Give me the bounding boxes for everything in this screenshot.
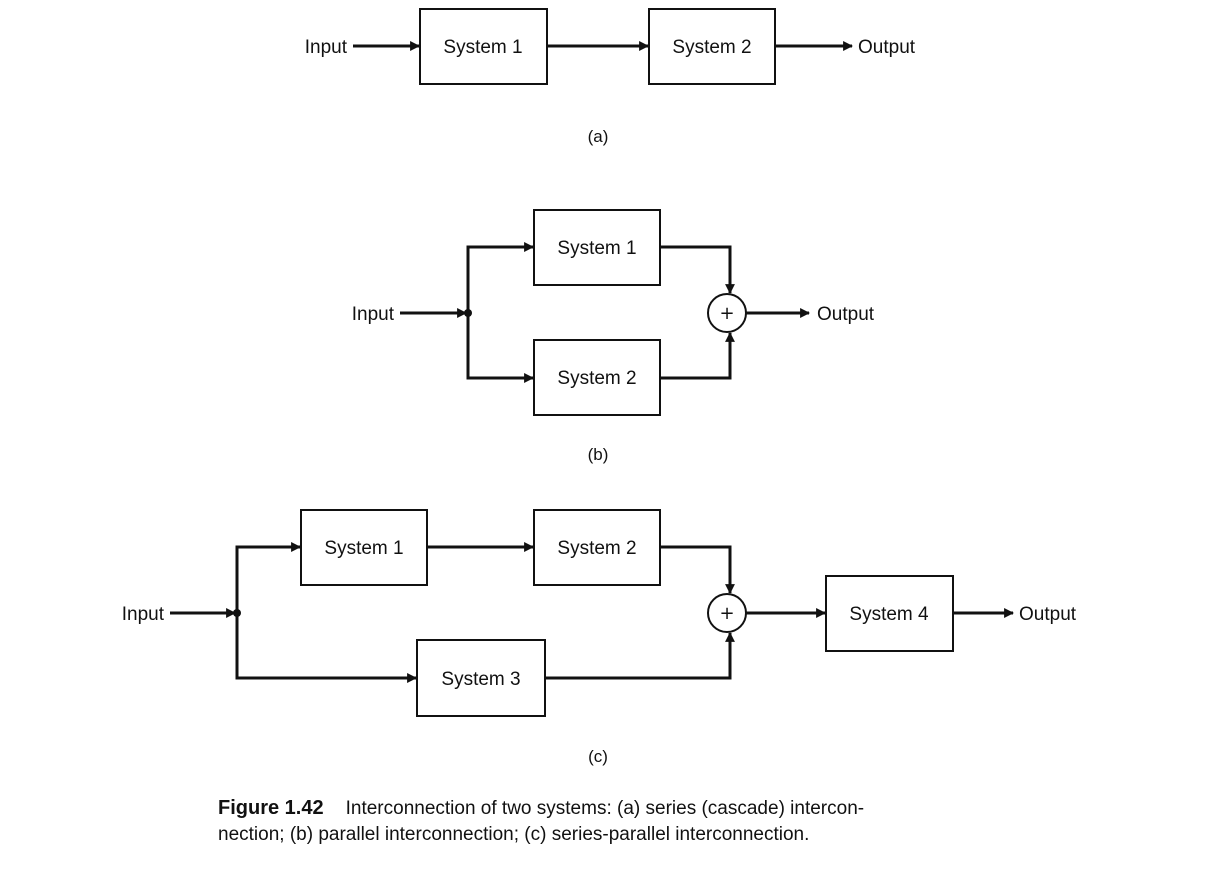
caption-text-line-1: Interconnection of two systems: (a) seri… xyxy=(345,798,865,819)
panel-b-system2-block xyxy=(533,339,661,416)
panel-a-input-label: Input xyxy=(305,37,348,58)
panel-c-system2-block xyxy=(533,509,661,586)
panel-b-output-label: Output xyxy=(817,304,875,325)
panel-c-system2-label: System 2 xyxy=(557,538,636,559)
panel-c-lower-branch-arrow xyxy=(235,613,417,683)
panel-b-lower-to-sum-arrow xyxy=(660,332,735,380)
panel-c-system3-label: System 3 xyxy=(441,669,520,690)
panel-c-upper-to-sum-arrow xyxy=(660,545,735,594)
panel-b-plus-symbol: + xyxy=(719,303,734,324)
panel-c-lower-to-sum-arrow xyxy=(545,632,735,680)
panel-c-system4-block xyxy=(825,575,954,652)
panel-b-input-label: Input xyxy=(352,304,395,325)
panel-b-upper-branch-arrow xyxy=(466,242,534,313)
panel-c-system4-label: System 4 xyxy=(849,604,929,625)
panel-c-sublabel: (c) xyxy=(588,747,608,766)
panel-c-system3-block xyxy=(416,639,546,717)
panel-a-system2-block xyxy=(648,8,776,85)
panel-c-series-parallel: Input System 1 System 2 System 3 + Syste… xyxy=(122,509,1077,766)
panel-b-system2-label: System 2 xyxy=(557,368,636,389)
panel-b-sublabel: (b) xyxy=(588,445,609,464)
panel-a-series: Input System 1 System 2 Output (a) xyxy=(305,8,916,146)
panel-a-system1-label: System 1 xyxy=(443,37,522,58)
caption-line-1: Figure 1.42 Interconnection of two system… xyxy=(218,795,1008,822)
panel-c-output-label: Output xyxy=(1019,604,1077,625)
panel-c-system1-block xyxy=(300,509,428,586)
panel-c-input-label: Input xyxy=(122,604,165,625)
panel-c-plus-symbol: + xyxy=(719,603,734,624)
panel-c-system1-label: System 1 xyxy=(324,538,403,559)
caption-line-2: nection; (b) parallel interconnection; (… xyxy=(218,822,1008,848)
panel-b-system1-label: System 1 xyxy=(557,238,636,259)
figure-number: Figure 1.42 xyxy=(218,797,324,819)
panel-a-sublabel: (a) xyxy=(588,127,609,146)
panel-c-upper-branch-arrow xyxy=(235,542,301,613)
panel-b-system1-block xyxy=(533,209,661,286)
figure-caption: Figure 1.42 Interconnection of two system… xyxy=(218,795,1008,848)
panel-a-system2-label: System 2 xyxy=(672,37,751,58)
caption-text-line-2: nection; (b) parallel interconnection; (… xyxy=(218,824,810,845)
panel-b-lower-branch-arrow xyxy=(466,313,534,383)
panel-a-output-label: Output xyxy=(858,37,916,58)
panel-b-upper-to-sum-arrow xyxy=(660,245,735,294)
panel-b-parallel: Input System 1 System 2 + Output (b) xyxy=(352,209,875,464)
